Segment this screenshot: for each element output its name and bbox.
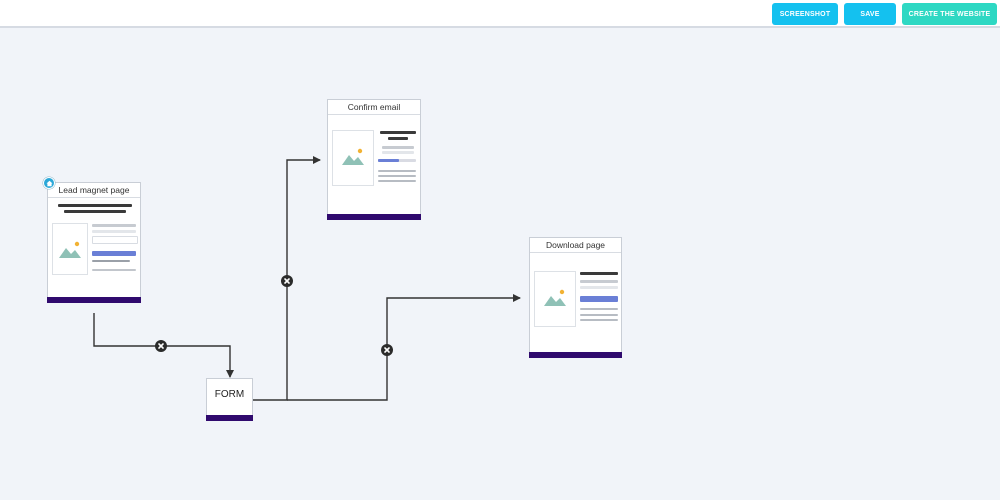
- close-circle-icon: [284, 278, 290, 284]
- thumb-small-text: [378, 170, 416, 172]
- thumb-small-text: [92, 269, 136, 271]
- save-button[interactable]: SAVE: [844, 3, 896, 25]
- thumb-cta-button: [580, 296, 618, 302]
- thumb-heading-line: [380, 131, 416, 134]
- node-form[interactable]: FORM: [206, 378, 253, 421]
- thumb-heading-line: [388, 137, 408, 140]
- node-title: Confirm email: [328, 100, 420, 115]
- thumb-text-line: [92, 230, 136, 233]
- connector-form-to-download[interactable]: [287, 294, 521, 401]
- delete-connector-lead-form[interactable]: [155, 340, 167, 352]
- thumb-small-text: [92, 260, 130, 262]
- node-title: Download page: [530, 238, 621, 253]
- top-toolbar: SCREENSHOT SAVE CREATE THE WEBSITE: [0, 0, 1000, 28]
- thumb-small-text: [580, 314, 618, 316]
- create-website-button[interactable]: CREATE THE WEBSITE: [902, 3, 997, 25]
- node-footer-bar: [327, 214, 421, 220]
- thumb-text-line: [382, 146, 414, 149]
- node-title: Lead magnet page: [48, 183, 140, 198]
- node-confirm-email[interactable]: Confirm email: [327, 99, 421, 220]
- node-lead-magnet-page[interactable]: Lead magnet page: [47, 182, 141, 303]
- node-footer-bar: [47, 297, 141, 303]
- thumb-heading-line: [580, 272, 618, 275]
- thumb-small-text: [580, 308, 618, 310]
- thumb-text-line: [580, 286, 618, 289]
- thumb-heading-line: [58, 204, 132, 207]
- thumb-progress-fill: [378, 159, 399, 162]
- thumb-text-line: [92, 224, 136, 227]
- form-label: FORM: [214, 389, 245, 400]
- thumb-text-line: [580, 280, 618, 283]
- screenshot-button[interactable]: SCREENSHOT: [772, 3, 838, 25]
- thumb-small-text: [580, 319, 618, 321]
- thumb-small-text: [378, 180, 416, 182]
- thumb-small-text: [378, 175, 416, 177]
- thumb-cta-button: [92, 251, 136, 256]
- node-footer-bar: [529, 352, 622, 358]
- close-circle-icon: [158, 343, 164, 349]
- node-footer-bar: [206, 415, 253, 421]
- image-placeholder-icon: [332, 130, 374, 186]
- home-icon: [43, 177, 55, 189]
- delete-connector-form-confirm[interactable]: [281, 275, 293, 287]
- thumb-input-field: [92, 236, 138, 244]
- thumb-text-line: [382, 151, 414, 154]
- image-placeholder-icon: [534, 271, 576, 327]
- node-download-page[interactable]: Download page: [529, 237, 622, 358]
- image-placeholder-icon: [52, 223, 88, 275]
- delete-connector-form-download[interactable]: [381, 344, 393, 356]
- thumb-heading-line: [64, 210, 126, 213]
- close-circle-icon: [384, 347, 390, 353]
